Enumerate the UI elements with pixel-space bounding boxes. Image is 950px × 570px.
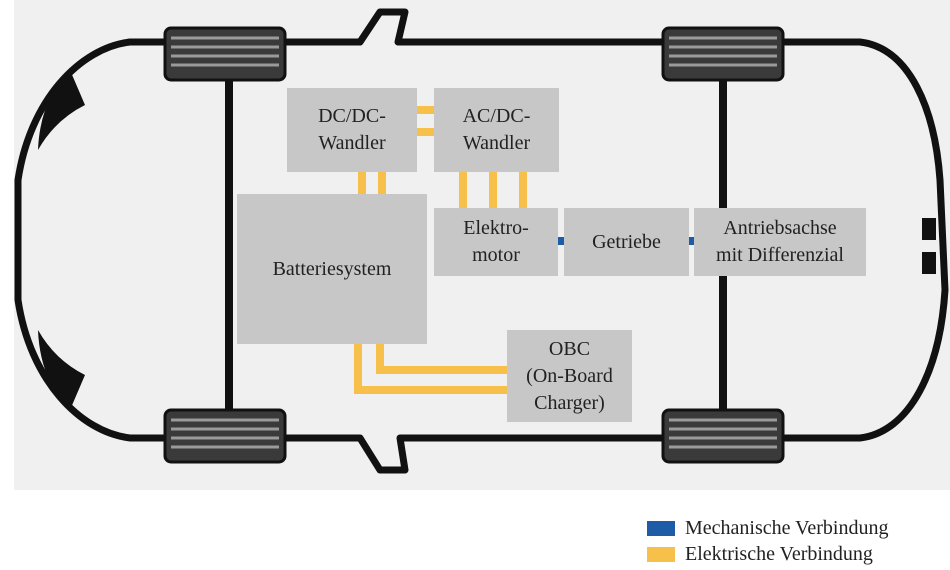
- battery-obc-link-outer: [354, 342, 508, 394]
- front-bumper-upper: [38, 70, 85, 150]
- mechanical-swatch: [647, 521, 675, 536]
- drive-axle-box: Antriebsachse mit Differenzial: [694, 208, 866, 276]
- battery-obc-link-inner: [376, 342, 508, 374]
- gearbox-box: Getriebe: [564, 208, 689, 276]
- electrical-connections: [354, 106, 527, 394]
- battery-system-box: Batteriesystem: [237, 194, 427, 344]
- rear-light-lower: [922, 252, 936, 274]
- legend-electrical-label: Elektrische Verbindung: [685, 543, 873, 565]
- front-axle: [225, 60, 233, 430]
- motor-gearbox-link: [557, 237, 565, 245]
- front-bumper-lower: [38, 330, 85, 410]
- wheel-front-left: [163, 26, 287, 82]
- electrical-swatch: [647, 547, 675, 562]
- legend-mechanical-label: Mechanische Verbindung: [685, 517, 889, 539]
- gearbox-axle-link: [688, 237, 696, 245]
- wheel-front-right: [163, 408, 287, 464]
- wheel-rear-right: [661, 408, 785, 464]
- electric-motor-box: Elektro- motor: [434, 208, 558, 276]
- legend-mechanical: Mechanische Verbindung: [647, 517, 888, 540]
- rear-light-upper: [922, 218, 936, 240]
- acdc-converter-box: AC/DC- Wandler: [434, 88, 559, 172]
- legend-electrical: Elektrische Verbindung: [647, 543, 873, 566]
- car-body-outline: [14, 8, 949, 474]
- wheel-rear-left: [661, 26, 785, 82]
- obc-box: OBC (On-Board Charger): [507, 330, 632, 422]
- dcdc-converter-box: DC/DC- Wandler: [287, 88, 417, 172]
